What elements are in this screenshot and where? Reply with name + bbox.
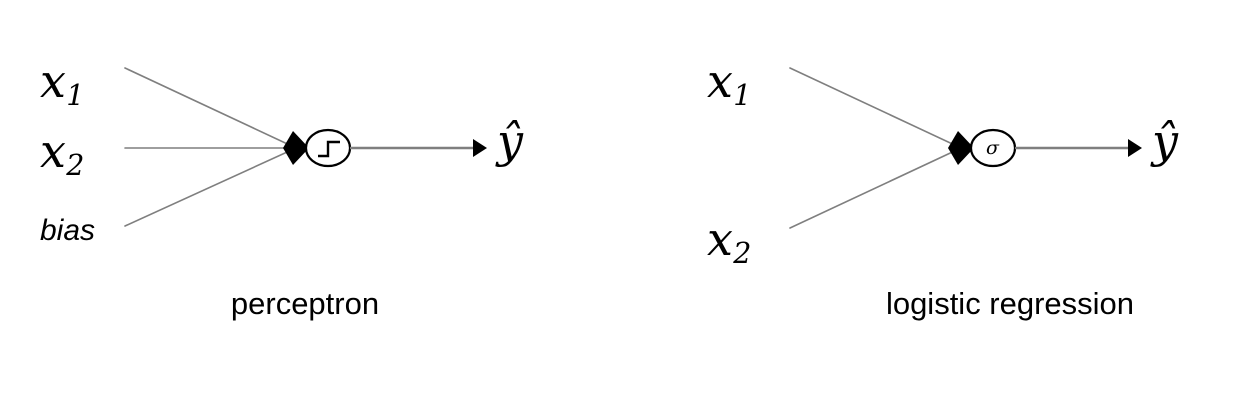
input-label-x1: x1 [40,58,84,111]
input-label-x1-base: x [40,54,66,108]
perceptron-junction-diamond [283,131,309,165]
perceptron-wires [124,67,487,227]
input-label-x2-base: x [40,124,66,178]
input-label-x2-lr-base: x [707,212,733,266]
perceptron-input-wire-1 [124,67,297,149]
step-function-icon [316,138,342,160]
caption-logistic-regression: logistic regression [885,286,1135,321]
input-label-x2: x2 [40,128,84,181]
caption-perceptron: perceptron [230,286,380,321]
output-label-yhat-lr-text: ŷ [1152,114,1178,168]
output-label-yhat-lr: ŷ [1152,118,1178,164]
input-label-x2-lr: x2 [707,216,751,269]
logistic-regression-input-wire-2 [789,147,962,229]
logistic-regression-input-wire-1 [789,67,962,149]
input-label-x1-lr-base: x [707,54,733,108]
logistic-regression-output-arrowhead [1128,139,1142,157]
output-label-yhat-text: ŷ [497,114,523,168]
output-label-yhat: ŷ [497,118,523,164]
input-label-x2-lr-subscript: 2 [733,236,752,270]
logistic-regression-junction-diamond [948,131,974,165]
input-label-bias: bias [40,214,96,247]
input-label-x2-subscript: 2 [66,148,85,182]
input-label-x1-subscript: 1 [66,78,85,112]
sigma-activation-icon: σ [986,137,999,159]
perceptron-output-arrowhead [473,139,487,157]
logistic-regression-wires [789,67,1142,229]
input-label-x1-lr-subscript: 1 [733,78,752,112]
input-label-x1-lr: x1 [707,58,751,111]
perceptron-input-wire-3 [124,147,297,227]
